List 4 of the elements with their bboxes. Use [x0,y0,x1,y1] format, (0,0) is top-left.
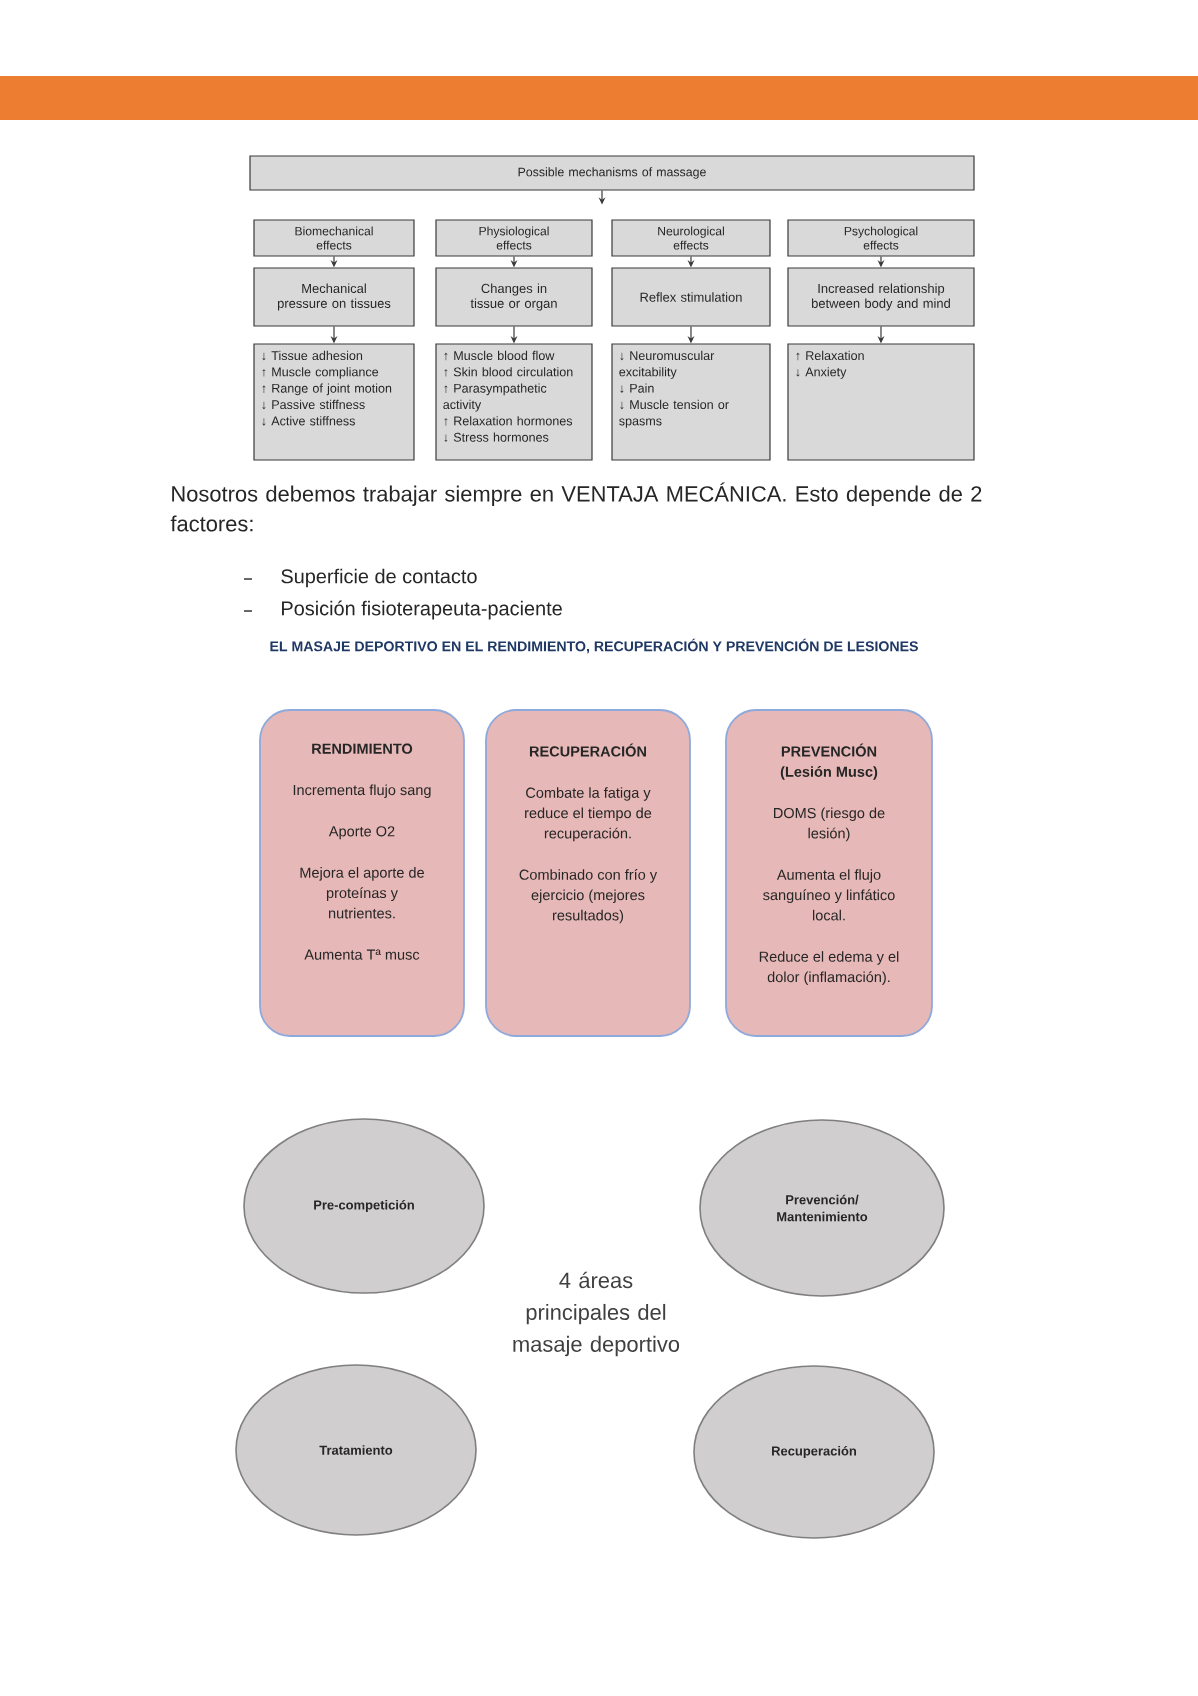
list-item: Superficie de contacto [281,568,477,588]
paragraph: Nosotros debemos trabajar siempre en VENTAJA MECÁNICA. Esto depende de 2 factores: [170,482,982,532]
list-item: Posición fisioterapeuta-paciente [282,600,562,620]
center-label: 4 áreas principales del masaje deportivo [513,1271,680,1357]
